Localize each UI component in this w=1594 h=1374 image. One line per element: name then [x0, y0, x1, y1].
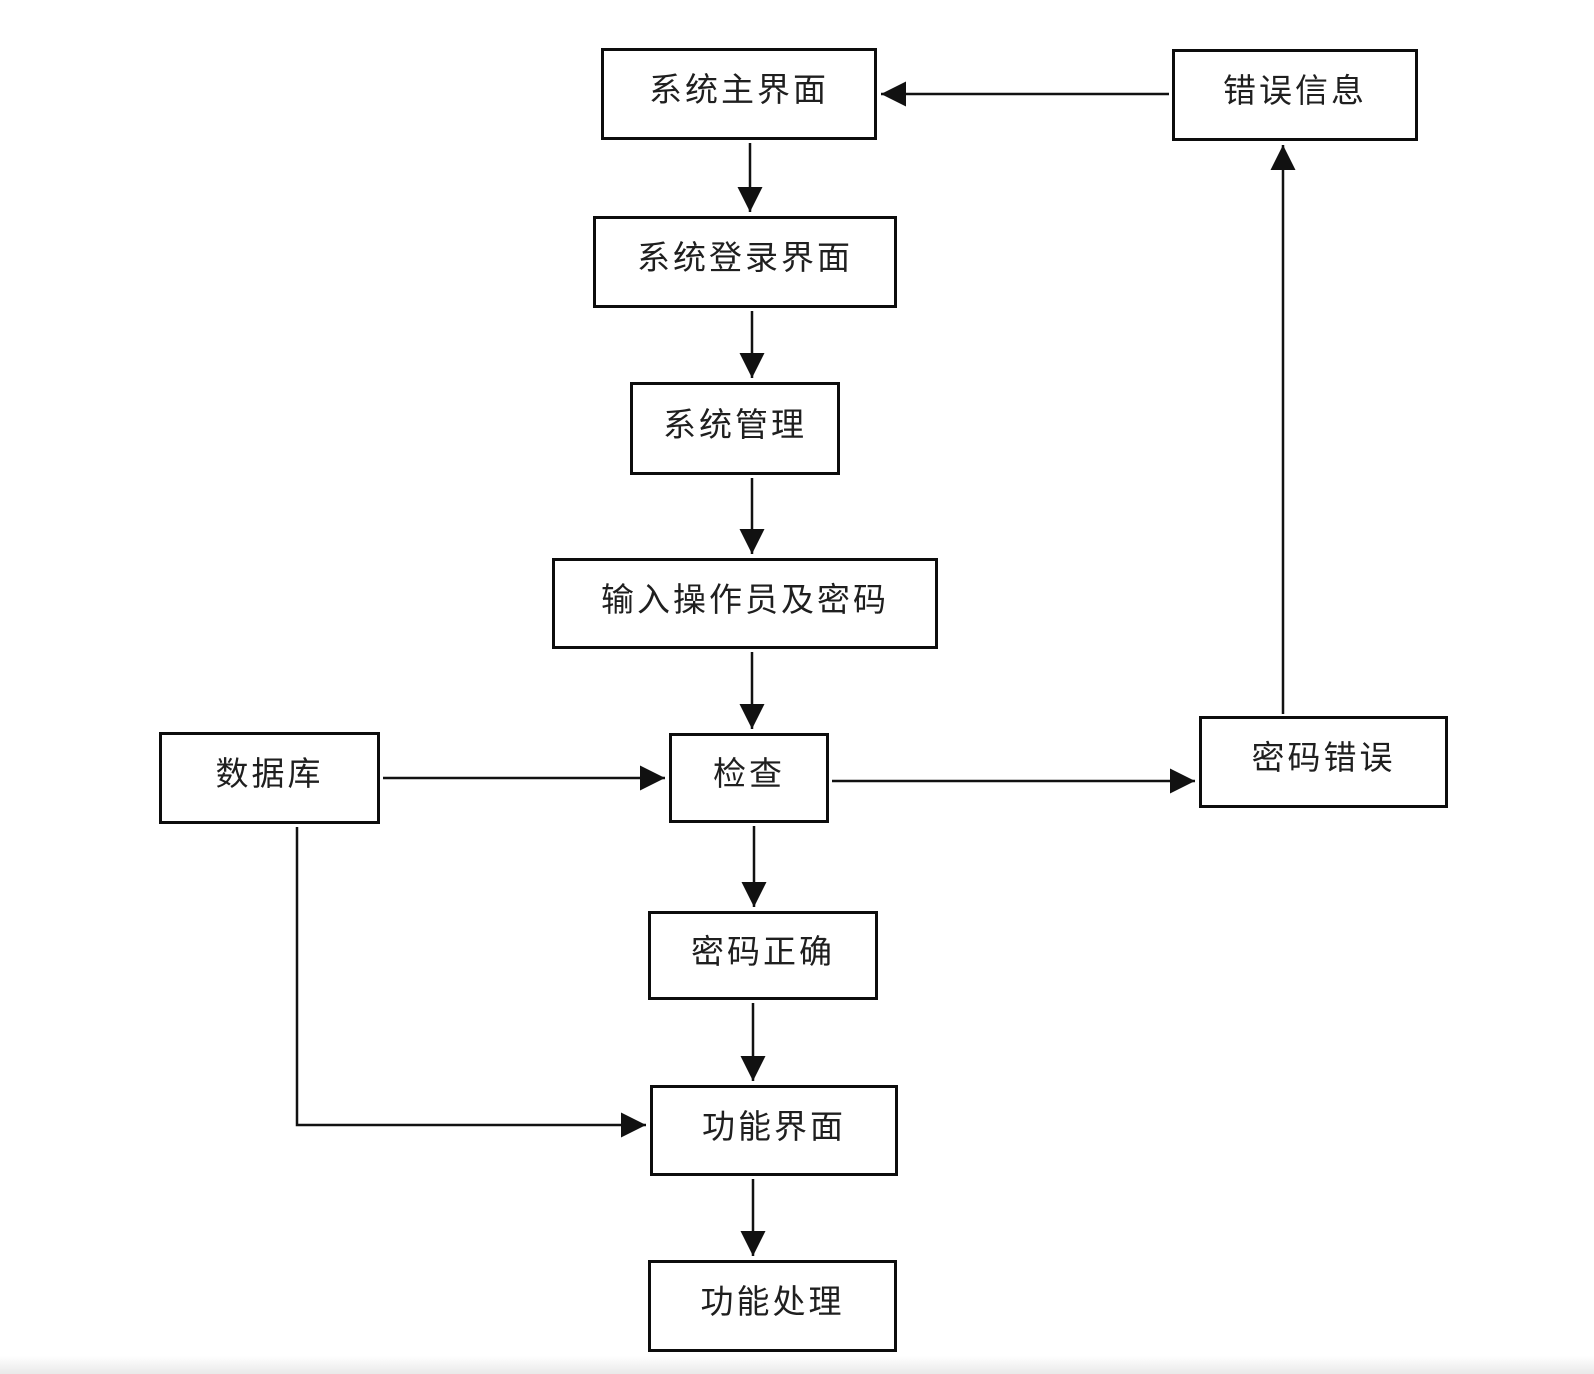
node-error-info: 错误信息 [1172, 49, 1418, 141]
edge-database-to-funcui [295, 827, 646, 1138]
page-bottom-edge-shadow [0, 1356, 1594, 1374]
node-system-login-ui: 系统登录界面 [593, 216, 897, 308]
node-password-wrong: 密码错误 [1199, 716, 1448, 808]
node-input-operator-password: 输入操作员及密码 [552, 558, 938, 649]
node-check: 检查 [669, 733, 829, 823]
node-password-correct: 密码正确 [648, 911, 878, 1000]
node-system-management: 系统管理 [630, 382, 840, 475]
node-database: 数据库 [159, 732, 380, 824]
node-system-main-ui: 系统主界面 [601, 48, 877, 140]
node-function-processing: 功能处理 [648, 1260, 897, 1352]
node-function-ui: 功能界面 [650, 1085, 898, 1176]
